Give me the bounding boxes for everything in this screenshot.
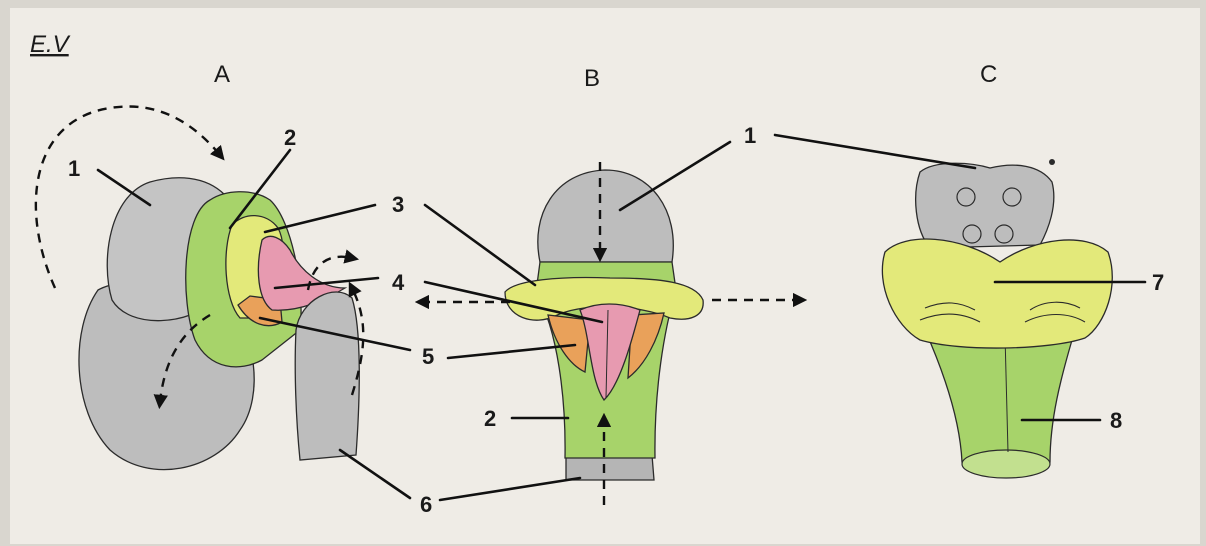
panel-label-a: A bbox=[214, 61, 230, 88]
label-8: 8 bbox=[1110, 408, 1122, 433]
c-trunk-base bbox=[962, 450, 1050, 478]
c-gray-cap bbox=[916, 163, 1054, 248]
label-6: 6 bbox=[420, 492, 432, 517]
c-cap-dot bbox=[1049, 159, 1055, 165]
label-1-b: 1 bbox=[744, 123, 756, 148]
label-4: 4 bbox=[392, 270, 405, 295]
label-3: 3 bbox=[392, 192, 404, 217]
label-2-b: 2 bbox=[484, 406, 496, 431]
label-2-a: 2 bbox=[284, 125, 296, 150]
corner-tag: E.V bbox=[30, 31, 71, 58]
panel-label-b: B bbox=[584, 65, 600, 92]
panel-label-c: C bbox=[980, 61, 997, 88]
b-gray-stem bbox=[566, 455, 654, 480]
a-gray-column bbox=[295, 292, 359, 460]
label-7: 7 bbox=[1152, 270, 1164, 295]
label-5: 5 bbox=[422, 344, 434, 369]
label-1-a: 1 bbox=[68, 156, 80, 181]
